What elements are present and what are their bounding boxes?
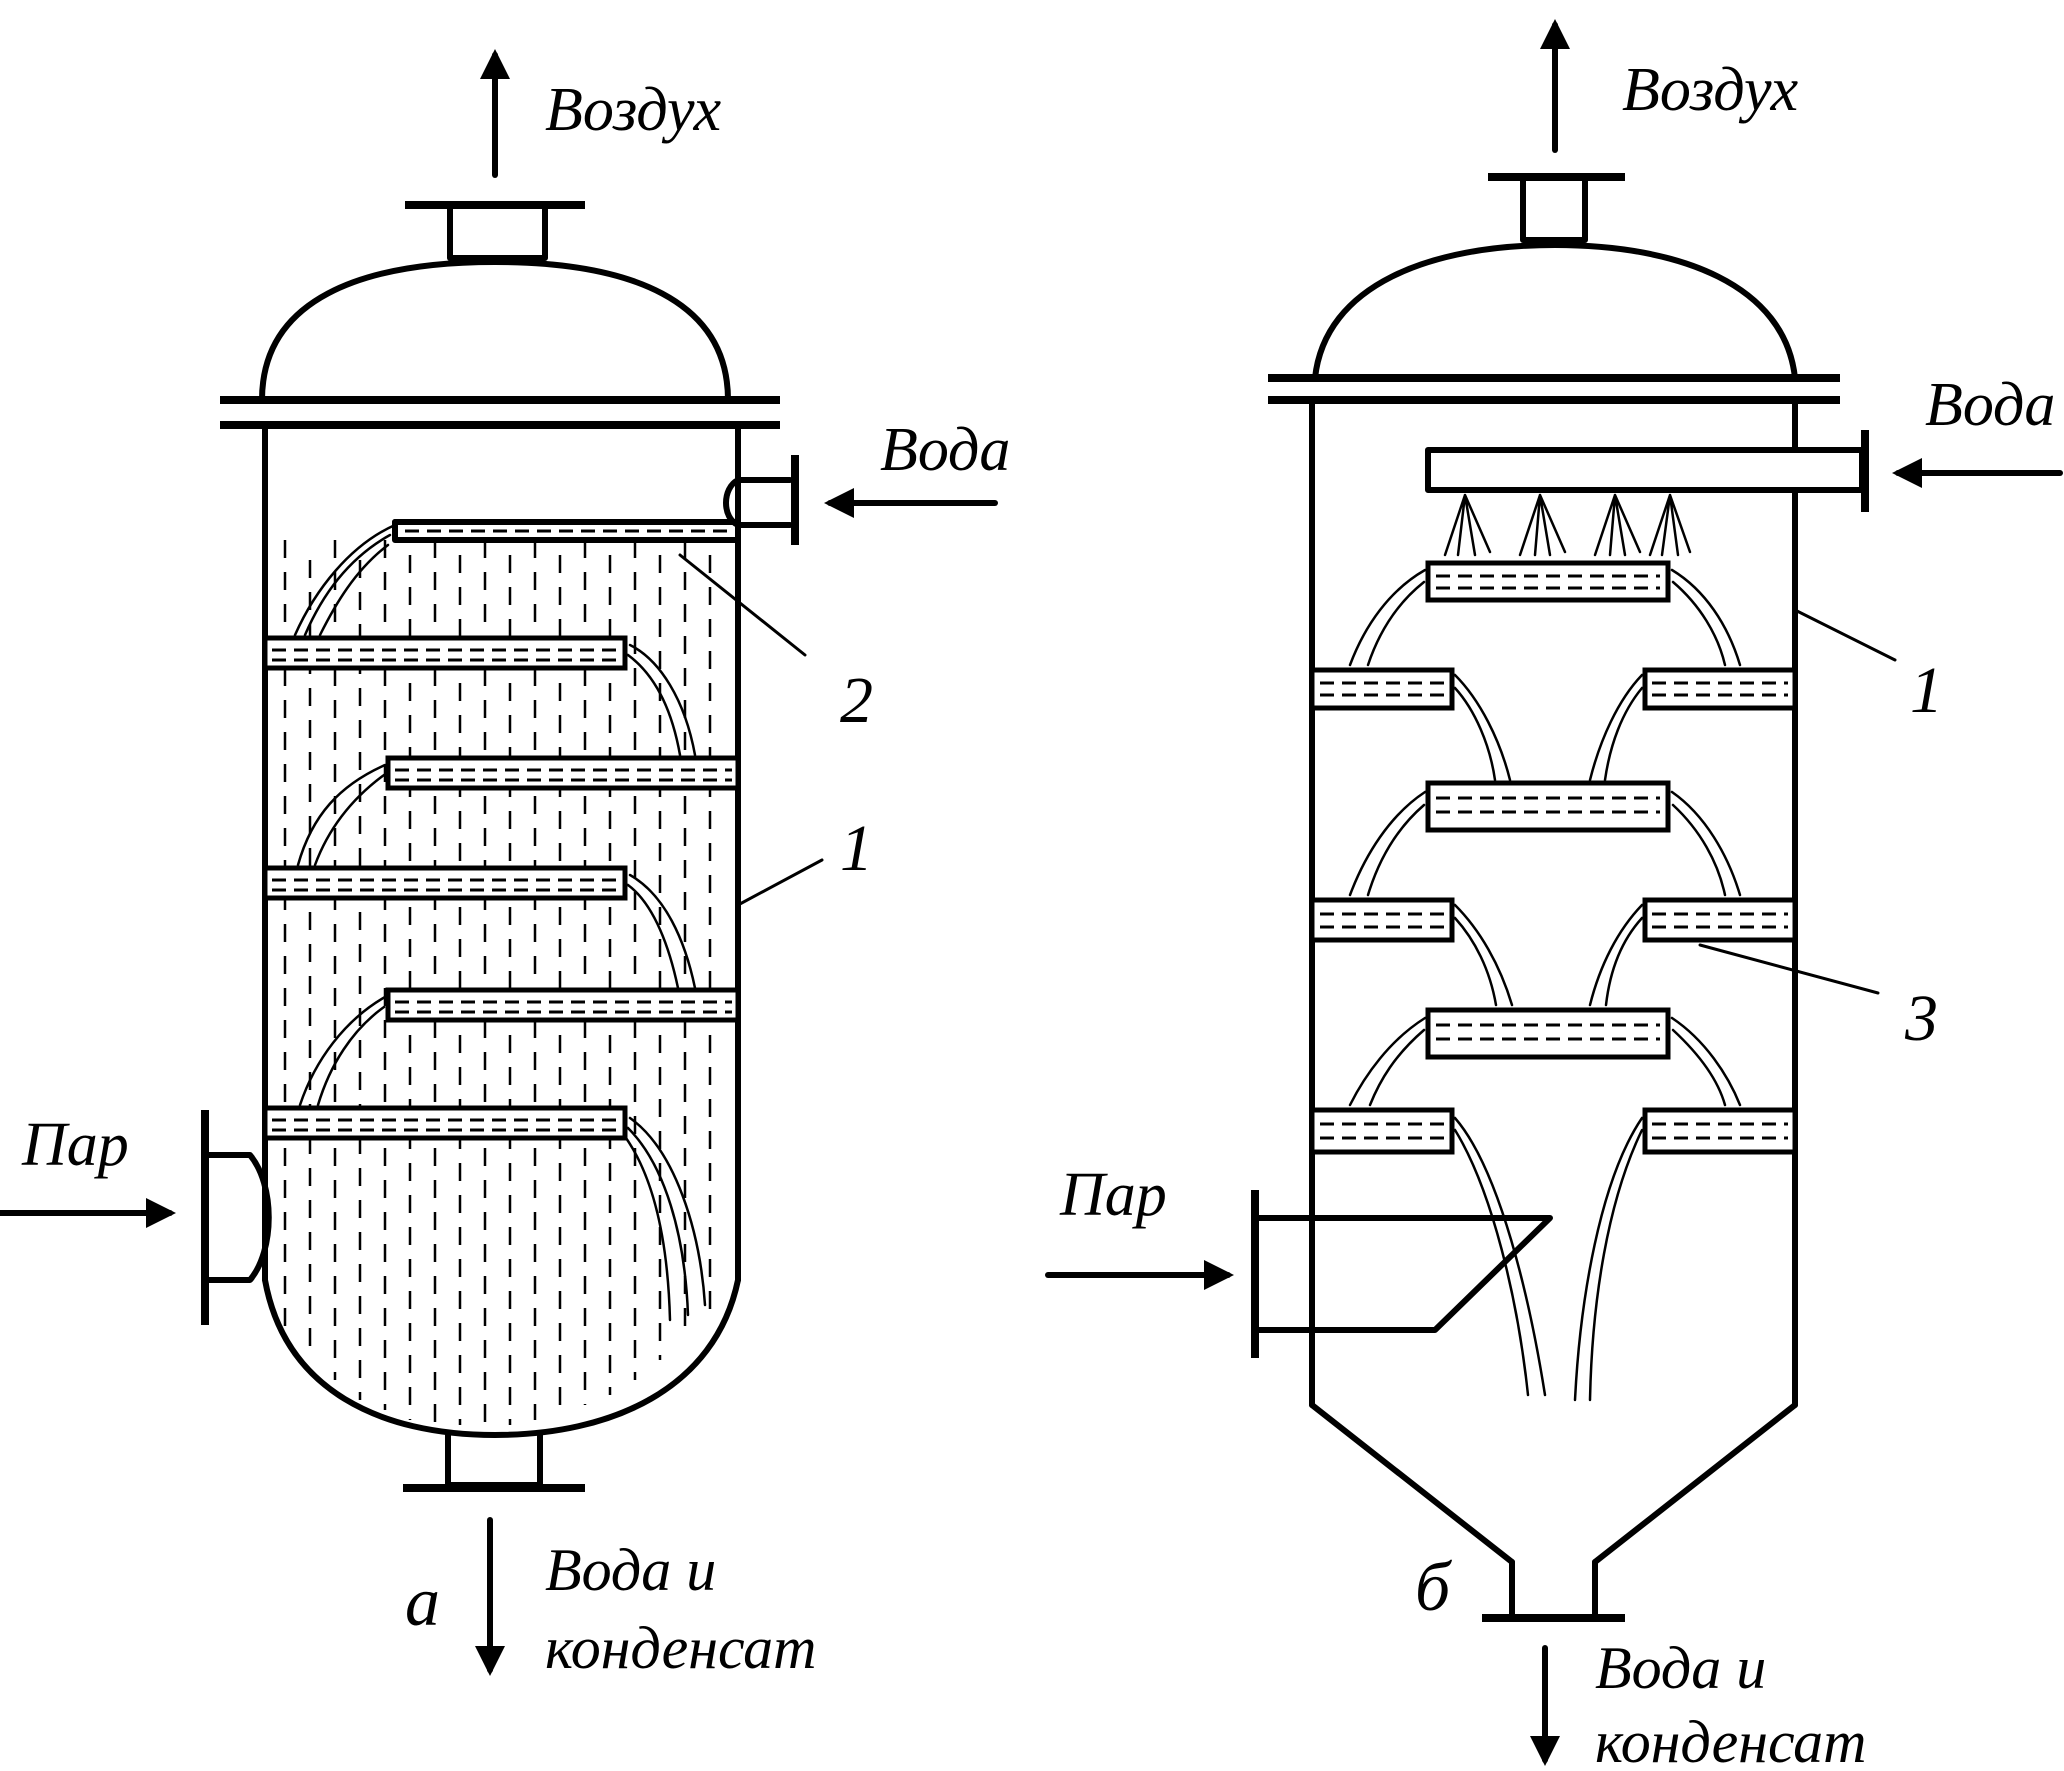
tray-right-2-b <box>1642 897 1798 943</box>
tray-left-2-b <box>1309 897 1455 943</box>
bottom-nozzle-a <box>403 1432 585 1492</box>
condenser-a: Воздух Вода Пар 2 1 а Вода и конденсат <box>0 49 1010 1681</box>
condenser-b: Воздух Вода Пар 1 3 б Вода и конденсат <box>1045 19 2063 1771</box>
tray-6-a <box>262 1105 628 1141</box>
callout-1-a: 1 <box>840 812 873 885</box>
callout-3-line-b <box>1698 943 1880 995</box>
outlet-label-a-line2: конденсат <box>545 1615 816 1681</box>
water-label-b: Вода <box>1925 371 2055 439</box>
callout-1-line-b <box>1793 608 1897 662</box>
tray-right-1-b <box>1642 667 1798 711</box>
tray-3-a <box>385 755 741 791</box>
water-label-a: Вода <box>880 416 1010 484</box>
panel-label-b: б <box>1415 1549 1453 1626</box>
dome-a <box>259 259 731 403</box>
air-label-a: Воздух <box>545 76 722 144</box>
bottom-nozzle-b <box>1482 1559 1625 1622</box>
outlet-label-a-line1: Вода и <box>545 1537 716 1603</box>
steam-label-b: Пар <box>1059 1161 1167 1229</box>
tray-5-a <box>385 987 741 1023</box>
outlet-label-b-line2: конденсат <box>1595 1709 1866 1771</box>
callout-1-line-a <box>736 858 824 907</box>
spray-nozzles-b <box>1443 493 1692 557</box>
tray-right-3-b <box>1642 1107 1798 1155</box>
steam-label-a: Пар <box>21 1111 129 1179</box>
air-label-b: Воздух <box>1622 56 1799 124</box>
top-nozzle-b <box>1488 173 1625 243</box>
callout-2-line-a <box>678 553 807 657</box>
tray-2-a <box>262 635 628 671</box>
steam-inlet-a <box>201 1110 272 1325</box>
top-nozzle-a <box>405 201 585 261</box>
panel-label-a: а <box>405 1564 440 1641</box>
water-jets-a <box>293 523 707 1322</box>
tray-4-a <box>262 865 628 901</box>
spray-pipe-b <box>1425 430 1869 512</box>
tray-left-1-b <box>1309 667 1455 711</box>
outlet-label-b-line1: Вода и <box>1595 1635 1766 1701</box>
tray-top-a <box>392 519 741 543</box>
callout-2-a: 2 <box>840 664 873 737</box>
water-jets-b <box>1348 568 1742 1402</box>
tray-center-3-b <box>1425 1007 1671 1060</box>
tray-center-2-b <box>1425 780 1671 833</box>
tray-center-1-b <box>1425 560 1671 603</box>
water-rain-a <box>283 540 712 1425</box>
dome-b <box>1312 242 1798 381</box>
steam-inlet-b <box>1251 1190 1553 1358</box>
tray-left-3-b <box>1309 1107 1455 1155</box>
callout-1-b: 1 <box>1910 654 1943 727</box>
callout-3-b: 3 <box>1904 982 1938 1055</box>
